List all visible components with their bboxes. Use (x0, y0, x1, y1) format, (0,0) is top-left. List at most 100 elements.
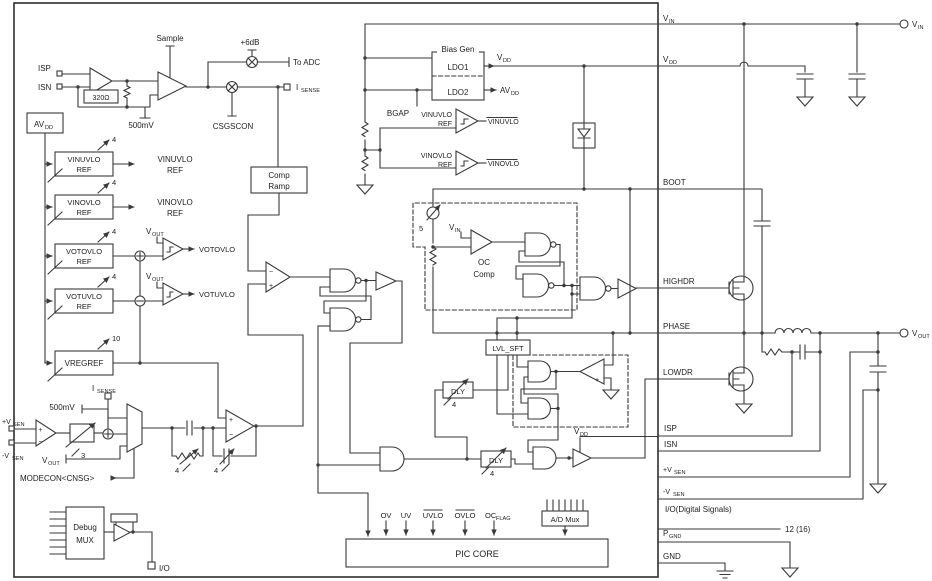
bus-width-5: 5 (419, 224, 423, 233)
vinuvlo-signal-label: VINUVLO (157, 155, 192, 164)
io-pad (147, 561, 156, 570)
vsen-minus-pin-label: -V (663, 489, 670, 496)
sense-resistor (122, 80, 132, 108)
votuvlo-ref-dac (54, 288, 114, 314)
sense-amp-input-stage (89, 67, 114, 95)
bgap-divider (360, 23, 370, 186)
debug-mux-block: Debug MUX I/O (49, 506, 170, 573)
vinovlo-ref-dac (54, 194, 114, 220)
bus-width-4: 4 (112, 178, 116, 187)
vinovlo-dac-label: VINOVLO (67, 198, 101, 207)
votuvlo-dac-sub: REF (77, 302, 92, 311)
bus-width-3: 3 (81, 451, 85, 460)
boot-pin-label: BOOT (663, 178, 686, 187)
ground-icon (780, 567, 800, 578)
vin-terminal-icon (899, 19, 909, 29)
hysteresis-icon (166, 291, 174, 298)
oc-sense-resistor (428, 246, 438, 334)
oc-comp-label2: Comp (473, 270, 495, 279)
bus-width-4: 4 (175, 466, 179, 475)
votuvlo-dac-label: VOTUVLO (66, 292, 102, 301)
isense-output-label: I (296, 83, 298, 92)
plus-sign: + (39, 427, 43, 434)
vdd-out-label: V (497, 53, 503, 62)
vregref-dac-label: VREGREF (65, 359, 104, 368)
chip-boundary (13, 2, 659, 578)
ov-label: OV (381, 511, 392, 520)
isn-label: ISN (38, 83, 52, 92)
ocflag-label: OC (485, 511, 497, 520)
vsen-plus-label: +V (2, 419, 11, 426)
ground-icon (734, 403, 754, 414)
vsen-diff-amp (35, 418, 58, 448)
plus-sign: + (595, 377, 599, 384)
vin-terminal-label: V (912, 20, 918, 29)
debug-mux-label: MUX (76, 536, 94, 545)
vdd-out-sub: DD (503, 58, 511, 64)
avdd-box-sub: DD (45, 125, 53, 131)
bias-gen-title: Bias Gen (442, 45, 475, 54)
io-digital-label: I/O(Digital Signals) (665, 505, 732, 514)
lowdr-pin-label: LOWDR (663, 368, 693, 377)
highdr-nand (579, 276, 606, 301)
oc-latch-nand-a (524, 232, 551, 257)
phase-sense-comparator (578, 358, 605, 385)
vdd-pin-sub: DD (669, 60, 677, 66)
feedback-mux (126, 403, 143, 453)
vin-terminal-sub: IN (918, 25, 924, 31)
pic-core-box (345, 538, 609, 568)
pic-core-label: PIC CORE (455, 549, 499, 559)
debug-mux-box (65, 506, 105, 560)
vsen-minus-label: -V (2, 453, 9, 460)
comp-resistor (171, 427, 204, 460)
ground-icon (847, 96, 867, 107)
vsen-minus-pin-sub: SEN (673, 492, 685, 498)
dcr-sense-cap-icon (799, 344, 806, 360)
comp-ramp-box (250, 166, 308, 194)
vinuvlo-signal-sub: REF (167, 166, 183, 175)
deadtime-dashed-box (512, 354, 629, 428)
dcr-sense-resistor (761, 332, 801, 356)
comp-ramp-label1: Comp (268, 171, 290, 180)
dly2-label: DLY (489, 456, 503, 465)
output-cap-icon (869, 332, 887, 485)
boot-cap-icon (753, 220, 771, 227)
feedback-cap (212, 425, 257, 464)
pwm-output-buffer (375, 271, 398, 291)
highdr-pin-label: HIGHDR (663, 277, 695, 286)
vinuvlo-out-label: VINUVLO (488, 119, 519, 126)
isense-mux-label: I (92, 384, 94, 393)
minus-sign: − (269, 269, 273, 276)
bgap-label: BGAP (387, 109, 409, 118)
current-sense-amplifier: ISP ISN 320Ω 500mV Sample To ADC +6dB I … (38, 34, 320, 131)
vin-cap-icon (848, 73, 866, 80)
to-adc-label: To ADC (293, 58, 320, 67)
vinuvlo-ref-dac (54, 151, 114, 177)
bus-width-4: 4 (214, 466, 218, 475)
offset-500mv-label2: 500mV (49, 403, 75, 412)
vin-oc-label: V (449, 223, 455, 232)
pgnd-pin-label: P (663, 529, 668, 538)
io-buffer (113, 523, 132, 542)
isn-pad (56, 83, 63, 90)
io-count-label: 12 (16) (785, 525, 811, 534)
gain-resistor-box (83, 89, 119, 104)
deadtime-and-a (527, 360, 551, 383)
pwm-modulator: Comp Ramp − + (247, 86, 403, 537)
pic-core-block: PIC CORE OV UV UVLO OVLO OC FLAG A/D Mux (345, 499, 609, 568)
chip-pins-and-external: V IN V IN V DD BOOT HIGHDR PHASE V OUT L… (364, 14, 930, 579)
bus-width-4: 4 (452, 400, 456, 409)
isense-output-pad (283, 83, 291, 91)
lowside-and1 (379, 446, 405, 472)
lvl-sft-label: LVL_SFT (492, 344, 524, 353)
ground-icon (795, 96, 815, 107)
series-cap-icon (186, 420, 193, 436)
error-amplifier (225, 409, 256, 443)
votovlo-ref-dac (54, 243, 114, 269)
vout-mux-label: V (42, 456, 48, 465)
bias-generator: BGAP Bias Gen LDO1 LDO2 V DD AV DD VINUV… (355, 23, 659, 195)
earth-ground-icon (716, 570, 734, 579)
sample-label: Sample (156, 34, 184, 43)
highdr-buffer (617, 278, 638, 299)
